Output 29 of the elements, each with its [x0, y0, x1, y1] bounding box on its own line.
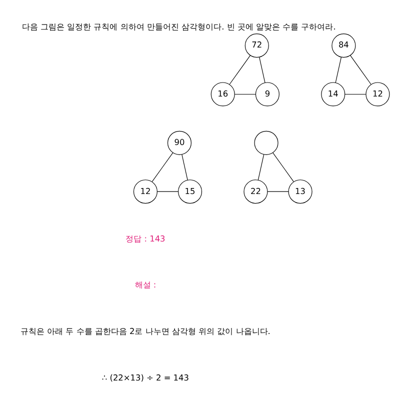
label: 정답 : 143 — [126, 232, 166, 243]
node-circle: 13 — [288, 179, 312, 204]
node-circle: 12 — [366, 82, 390, 106]
connector — [259, 56, 266, 82]
node-circle: 16 — [210, 82, 235, 106]
node-circle: 12 — [133, 179, 158, 204]
node-circle: 14 — [321, 82, 346, 106]
connector — [267, 190, 289, 192]
node-circle — [254, 130, 278, 154]
label: ∴ (22×13) ÷ 2 = 143 — [102, 372, 189, 382]
node-circle: 72 — [244, 33, 269, 58]
connector — [234, 93, 256, 94]
node-circle: 9 — [255, 82, 280, 106]
connector — [182, 154, 188, 180]
diagram-title: 다음 그림은 일정한 규칙에 의하여 만들어진 삼각형이다. 빈 곳에 알맞은 수를 구하여라. — [22, 20, 336, 31]
connector — [258, 154, 264, 180]
connector — [152, 152, 174, 182]
connector — [229, 54, 251, 84]
node-circle: 90 — [167, 130, 192, 154]
connector — [350, 54, 372, 84]
connector — [344, 93, 366, 94]
node-circle: 84 — [332, 33, 356, 58]
connector — [157, 190, 179, 192]
connector — [272, 152, 294, 182]
label: 해설 : — [134, 279, 156, 290]
label: 규칙은 아래 두 수를 곱한다음 2로 나누면 삼각형 위의 값이 나옵니다. — [20, 325, 270, 336]
connector — [335, 56, 342, 82]
node-circle: 15 — [178, 179, 202, 204]
node-circle: 22 — [244, 179, 268, 204]
